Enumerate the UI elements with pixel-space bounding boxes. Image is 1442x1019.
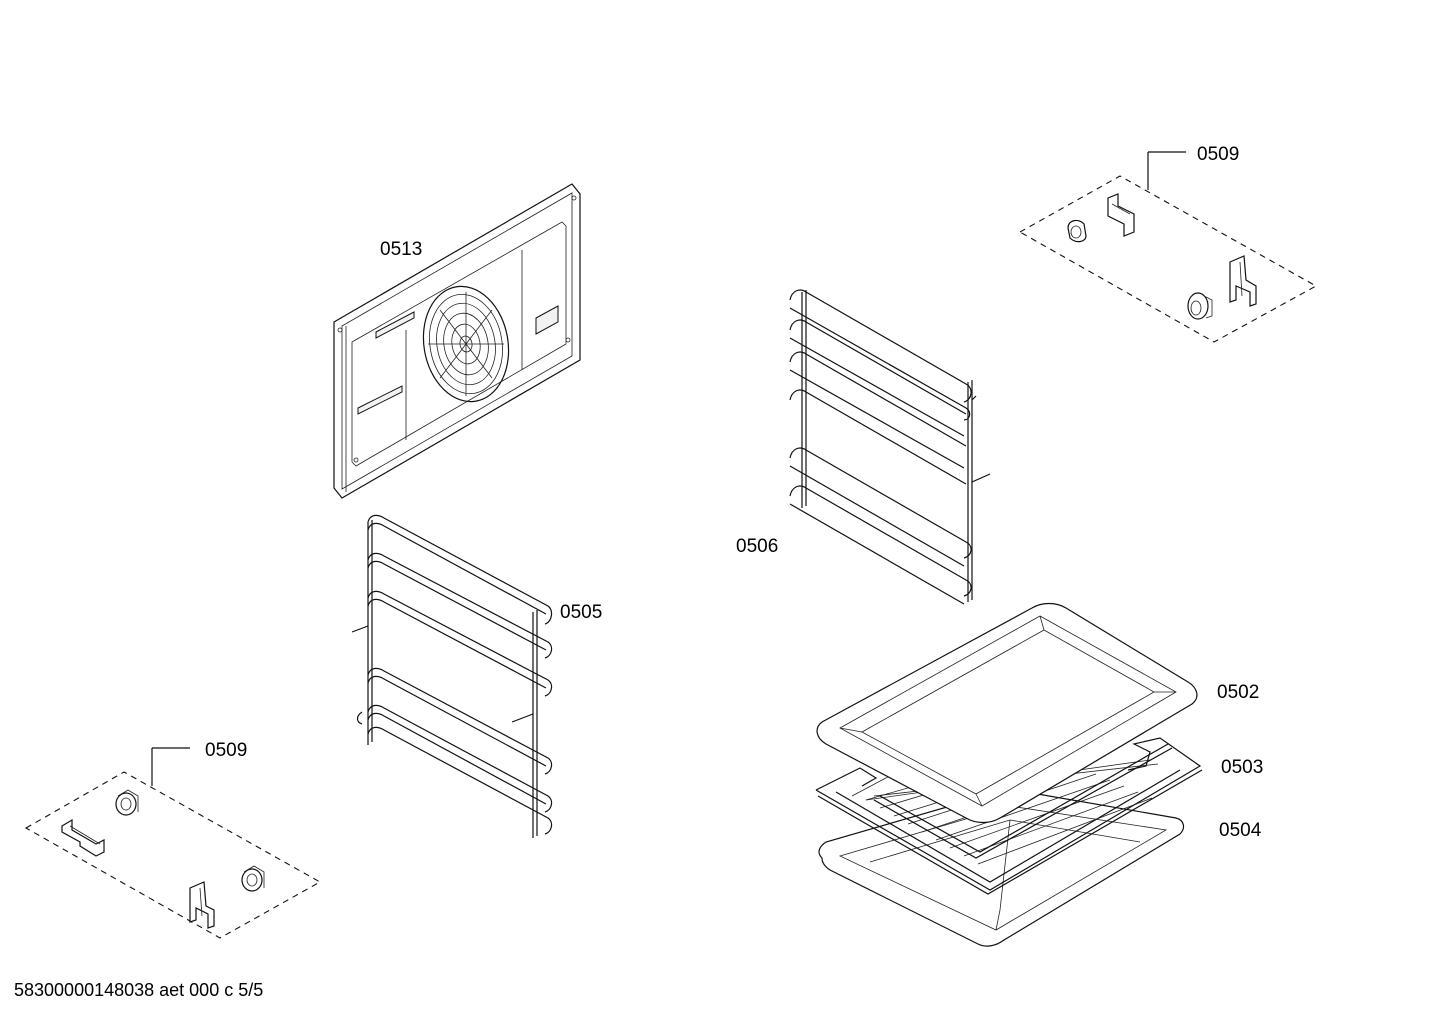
label-0502: 0502 bbox=[1217, 682, 1259, 703]
mounting-parts-kit-bottom[interactable] bbox=[24, 747, 322, 939]
left-shelf-support[interactable] bbox=[351, 514, 553, 838]
baking-tray[interactable] bbox=[816, 602, 1198, 824]
label-0513: 0513 bbox=[380, 239, 422, 260]
mounting-parts-kit-top[interactable] bbox=[1018, 151, 1318, 343]
label-0505: 0505 bbox=[560, 602, 602, 623]
universal-pan[interactable] bbox=[818, 788, 1185, 947]
label-0503: 0503 bbox=[1221, 757, 1263, 778]
label-0504: 0504 bbox=[1219, 820, 1262, 841]
label-0506: 0506 bbox=[736, 536, 778, 557]
label-0509-top: 0509 bbox=[1197, 144, 1239, 165]
right-shelf-support[interactable] bbox=[789, 289, 991, 605]
drawing-reference-footer: 58300000148038 aet 000 c 5/5 bbox=[14, 980, 264, 1000]
wire-rack[interactable] bbox=[815, 707, 1203, 895]
fan-cover-back-panel[interactable] bbox=[333, 183, 581, 499]
label-0509-bottom: 0509 bbox=[205, 740, 247, 761]
